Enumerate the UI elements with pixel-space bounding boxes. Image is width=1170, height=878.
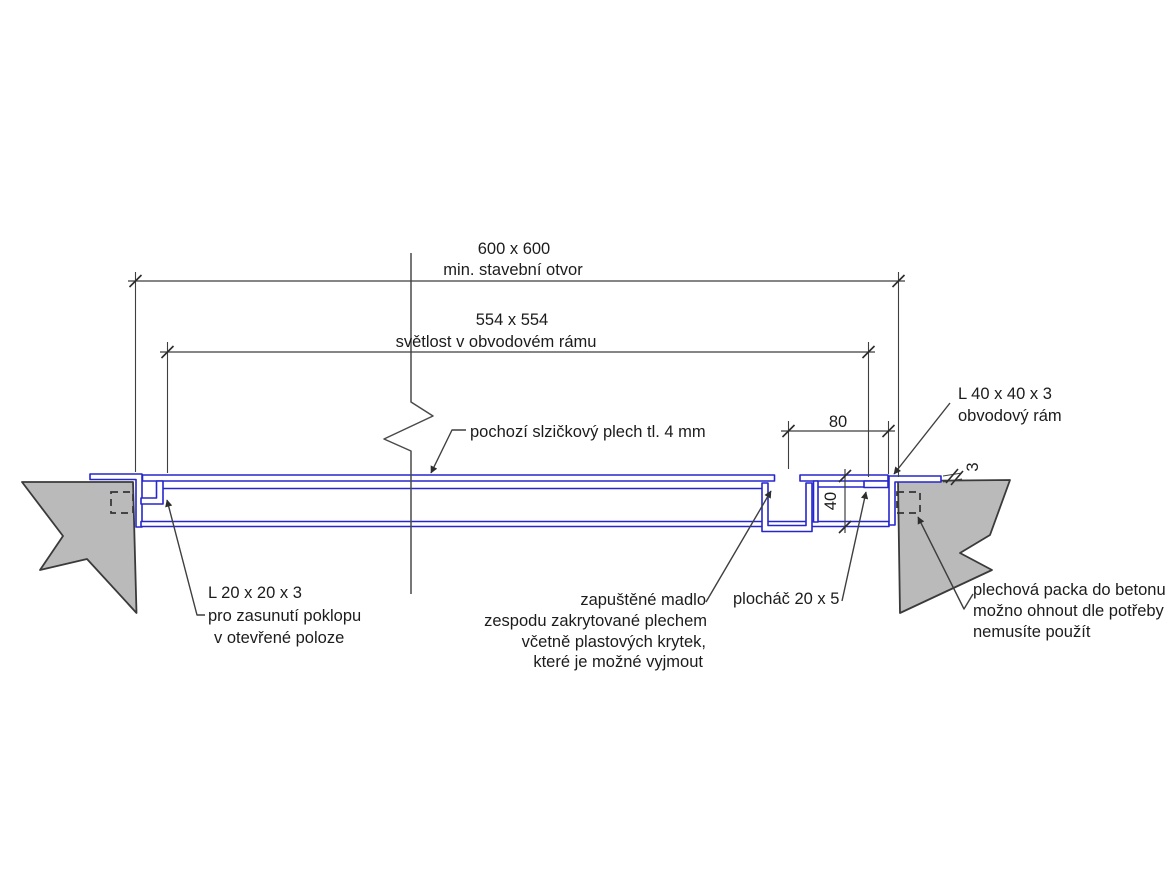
label-handle-line2: zespodu zakrytované plechem — [484, 612, 707, 630]
flat-bar-20x5 — [863, 480, 889, 489]
deck-plate-left — [141, 474, 776, 482]
label-anchor-plate: plechová packa do betonu možno ohnout dl… — [973, 581, 1166, 641]
dim-clear-label: světlost v obvodovém rámu — [396, 333, 597, 351]
concrete-wall-left — [21, 481, 138, 614]
dim-opening-value: 600 x 600 — [478, 240, 550, 258]
label-deck-plate: pochozí slzičkový plech tl. 4 mm — [470, 423, 706, 441]
leader-flat-bar — [841, 491, 869, 602]
label-rest-angle-line2: pro zasunutí poklopu — [208, 607, 361, 625]
dim-clear-value: 554 x 554 — [476, 311, 548, 329]
leader-handle — [705, 490, 772, 603]
anchor-plate-hidden-left — [110, 491, 134, 514]
label-handle-line3: včetně plastových krytek, — [522, 633, 706, 651]
dimension-opening-600: 600 x 600 min. stavební otvor — [128, 240, 906, 477]
leader-frame — [893, 402, 951, 475]
dimension-clear-554: 554 x 554 světlost v obvodovém rámu — [160, 311, 876, 477]
frame-angle-left — [89, 473, 143, 528]
label-frame-line1: L 40 x 40 x 3 — [958, 385, 1052, 403]
dimension-thickness-3: 3 — [942, 462, 982, 486]
anchor-plate-hidden-right — [896, 491, 921, 514]
dim-thickness: 3 — [964, 462, 982, 471]
label-handle-line1: zapuštěné madlo — [580, 591, 706, 609]
frame-angle-right — [888, 475, 942, 526]
label-rest-angle: L 20 x 20 x 3 pro zasunutí poklopu v ote… — [208, 584, 361, 647]
dimension-handle-offset-80: 80 — [781, 413, 896, 474]
concrete-wall-right — [897, 479, 1011, 614]
label-rest-angle-line3: v otevřené poloze — [214, 629, 344, 647]
dim-opening-label: min. stavební otvor — [443, 261, 583, 279]
label-anchor-line2: možno ohnout dle potřeby — [973, 602, 1165, 620]
label-rest-angle-line1: L 20 x 20 x 3 — [208, 584, 302, 602]
label-anchor-line3: nemusíte použít — [973, 623, 1091, 641]
label-frame-line2: obvodový rám — [958, 407, 1062, 425]
dimension-depth-40: 40 — [822, 469, 852, 534]
bottom-sheet — [140, 520, 890, 528]
label-handle: zapuštěné madlo zespodu zakrytované plec… — [484, 591, 707, 671]
dim-handle-offset: 80 — [829, 413, 847, 431]
label-handle-line4: které je možné vyjmout — [533, 653, 703, 671]
label-flat-bar: plocháč 20 x 5 — [733, 590, 839, 608]
label-frame: L 40 x 40 x 3 obvodový rám — [958, 385, 1062, 425]
hatch-steel-section — [89, 473, 942, 533]
label-anchor-line1: plechová packa do betonu — [973, 581, 1166, 599]
rest-angle-l20 — [140, 480, 164, 505]
dim-depth: 40 — [822, 492, 840, 510]
leader-anchor-plate — [917, 516, 974, 610]
break-line — [383, 253, 434, 594]
leader-deck-plate — [430, 429, 466, 474]
handle-stiffener — [812, 480, 819, 523]
leader-lines — [165, 402, 974, 616]
leader-rest-angle — [165, 499, 205, 616]
